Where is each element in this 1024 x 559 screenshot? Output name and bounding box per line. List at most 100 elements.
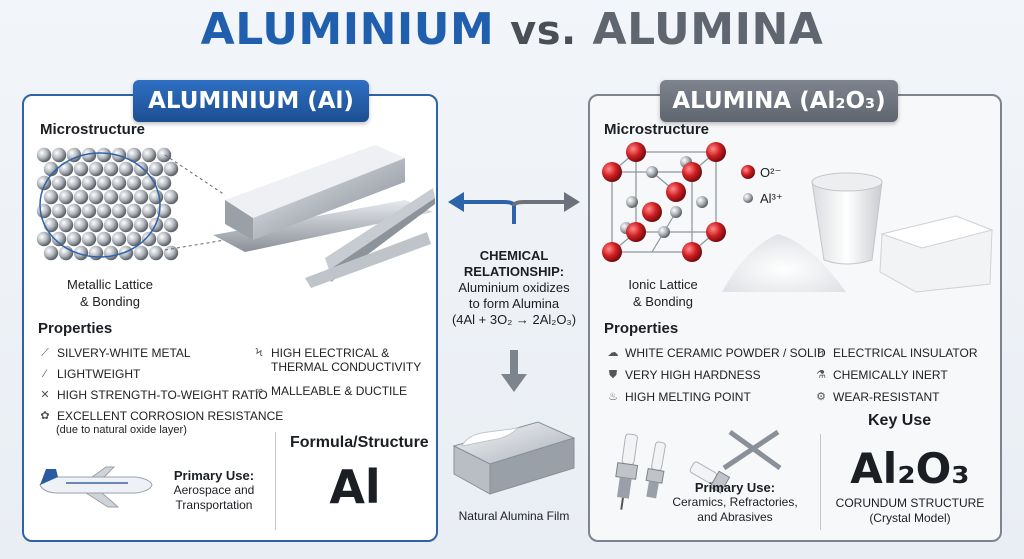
- lattice-atom: [96, 175, 112, 191]
- lattice-atom: [96, 231, 112, 247]
- alumina-properties-heading: Properties: [604, 320, 679, 337]
- aluminium-properties-heading: Properties: [38, 320, 113, 337]
- divider: [275, 432, 276, 530]
- lattice-atom: [43, 245, 59, 261]
- aluminium-property: ∞ MALLEABLE & DUCTILE: [252, 384, 407, 398]
- aluminium-banner: ALUMINIUM (Al): [133, 80, 369, 122]
- down-arrow-icon: [501, 350, 527, 392]
- lattice-atom: [103, 161, 119, 177]
- lattice-atom: [88, 189, 104, 205]
- aluminium-formula: Al: [329, 460, 381, 514]
- lattice-atom: [88, 217, 104, 233]
- wrench-icon: ✿: [40, 410, 50, 422]
- airplane-icon: [39, 466, 153, 508]
- oxygen-ion-marker: [741, 165, 755, 179]
- chemical-relationship: CHEMICAL RELATIONSHIP: Aluminium oxidize…: [451, 248, 577, 327]
- lattice-atom: [141, 147, 157, 163]
- lattice-atom: [126, 231, 142, 247]
- lattice-atom: [148, 245, 164, 261]
- ion-legend-markers: [741, 165, 755, 203]
- title-aluminium: ALUMINIUM: [200, 4, 495, 55]
- page-title: ALUMINIUM vs. ALUMINA: [0, 4, 1024, 55]
- lattice-atom: [66, 203, 82, 219]
- lattice-atom: [88, 161, 104, 177]
- aluminium-ion: [646, 166, 658, 178]
- lattice-atom: [51, 203, 67, 219]
- lattice-outline: [39, 152, 161, 258]
- aluminium-property: ⟋ SILVERY-WHITE METAL: [38, 346, 190, 360]
- corrosion-note: (due to natural oxide layer): [56, 424, 187, 436]
- aluminium-property: ✿ EXCELLENT CORROSION RESISTANCE: [38, 409, 283, 423]
- lattice-atom: [103, 245, 119, 261]
- lattice-atom: [126, 203, 142, 219]
- lattice-atom: [141, 203, 157, 219]
- lattice-atom: [43, 217, 59, 233]
- lattice-atom: [81, 231, 97, 247]
- lattice-atom: [111, 175, 127, 191]
- alumina-film-image: [452, 421, 576, 495]
- lattice-atom: [126, 147, 142, 163]
- oxygen-ion: [626, 142, 646, 162]
- key-use-heading: Key Use: [868, 412, 932, 429]
- oxygen-ion-label: O²⁻: [760, 165, 782, 180]
- aluminium-microstructure-heading: Microstructure: [40, 121, 146, 138]
- lattice-atom: [111, 231, 127, 247]
- chain-icon: ∞: [255, 385, 263, 397]
- shine-icon: ⟋: [41, 347, 49, 359]
- lattice-atom: [118, 189, 134, 205]
- lattice-atom: [156, 175, 172, 191]
- flame-icon: ♨: [608, 391, 618, 403]
- lattice-atom: [141, 231, 157, 247]
- oxygen-ion: [602, 162, 622, 182]
- lattice-atom: [58, 161, 74, 177]
- feather-icon: ⁄: [44, 368, 46, 380]
- aluminium-property: ✕ HIGH STRENGTH-TO-WEIGHT RATIO: [38, 388, 267, 402]
- lattice-atom: [133, 245, 149, 261]
- film-caption: Natural Alumina Film: [458, 509, 570, 523]
- alumina-products-image: [722, 172, 994, 293]
- lattice-atom: [96, 147, 112, 163]
- title-alumina: ALUMINA: [592, 4, 824, 55]
- lattice-atom: [66, 175, 82, 191]
- lattice-atom: [73, 161, 89, 177]
- alumina-property: ⛊ VERY HIGH HARDNESS: [606, 368, 761, 382]
- powder-icon: ☁: [607, 347, 619, 359]
- alumina-property: ☁ WHITE CERAMIC POWDER / SOLID: [607, 346, 826, 360]
- oxygen-ion: [642, 202, 662, 222]
- lattice-atom: [81, 175, 97, 191]
- lattice-atom: [126, 175, 142, 191]
- bolt-icon: ϟ: [817, 347, 825, 359]
- lattice-atom: [118, 161, 134, 177]
- relationship-arrow-icon: [448, 192, 580, 224]
- alumina-property: ϟ ELECTRICAL INSULATOR: [814, 346, 978, 360]
- title-vs: vs.: [510, 8, 577, 54]
- oxygen-ion: [682, 242, 702, 262]
- lattice-atom: [103, 217, 119, 233]
- oxygen-ion: [666, 182, 686, 202]
- spark-plugs-image: [615, 429, 782, 510]
- alumina-banner: ALUMINA (Al₂O₃): [660, 80, 898, 122]
- oxygen-ion: [682, 162, 702, 182]
- lattice-atom: [51, 175, 67, 191]
- lattice-atom: [111, 203, 127, 219]
- ionic-lattice-caption: Ionic Lattice & Bonding: [628, 277, 698, 309]
- gear-icon: ⚙: [816, 391, 826, 403]
- aluminium-ion-label: Al³⁺: [760, 191, 783, 206]
- oxygen-ion: [706, 142, 726, 162]
- lattice-atom: [156, 147, 172, 163]
- lattice-atom: [163, 217, 179, 233]
- lattice-atom: [36, 203, 52, 219]
- lattice-atom: [73, 217, 89, 233]
- lattice-atom: [51, 147, 67, 163]
- lattice-atom: [66, 231, 82, 247]
- aluminium-property: ⁄ LIGHTWEIGHT: [38, 367, 140, 381]
- metallic-lattice-caption: Metallic Lattice & Bonding: [67, 277, 153, 309]
- ionic-lattice-image: [602, 142, 726, 262]
- lattice-atom: [58, 189, 74, 205]
- lattice-atom: [96, 203, 112, 219]
- lattice-atom: [118, 217, 134, 233]
- oxygen-ion: [706, 222, 726, 242]
- alumina-primary-use: Primary Use: Ceramics, Refractories, and…: [672, 480, 798, 524]
- lattice-atom: [81, 147, 97, 163]
- aluminium-property: ϟ HIGH ELECTRICAL &THERMAL CONDUCTIVITY: [252, 346, 422, 374]
